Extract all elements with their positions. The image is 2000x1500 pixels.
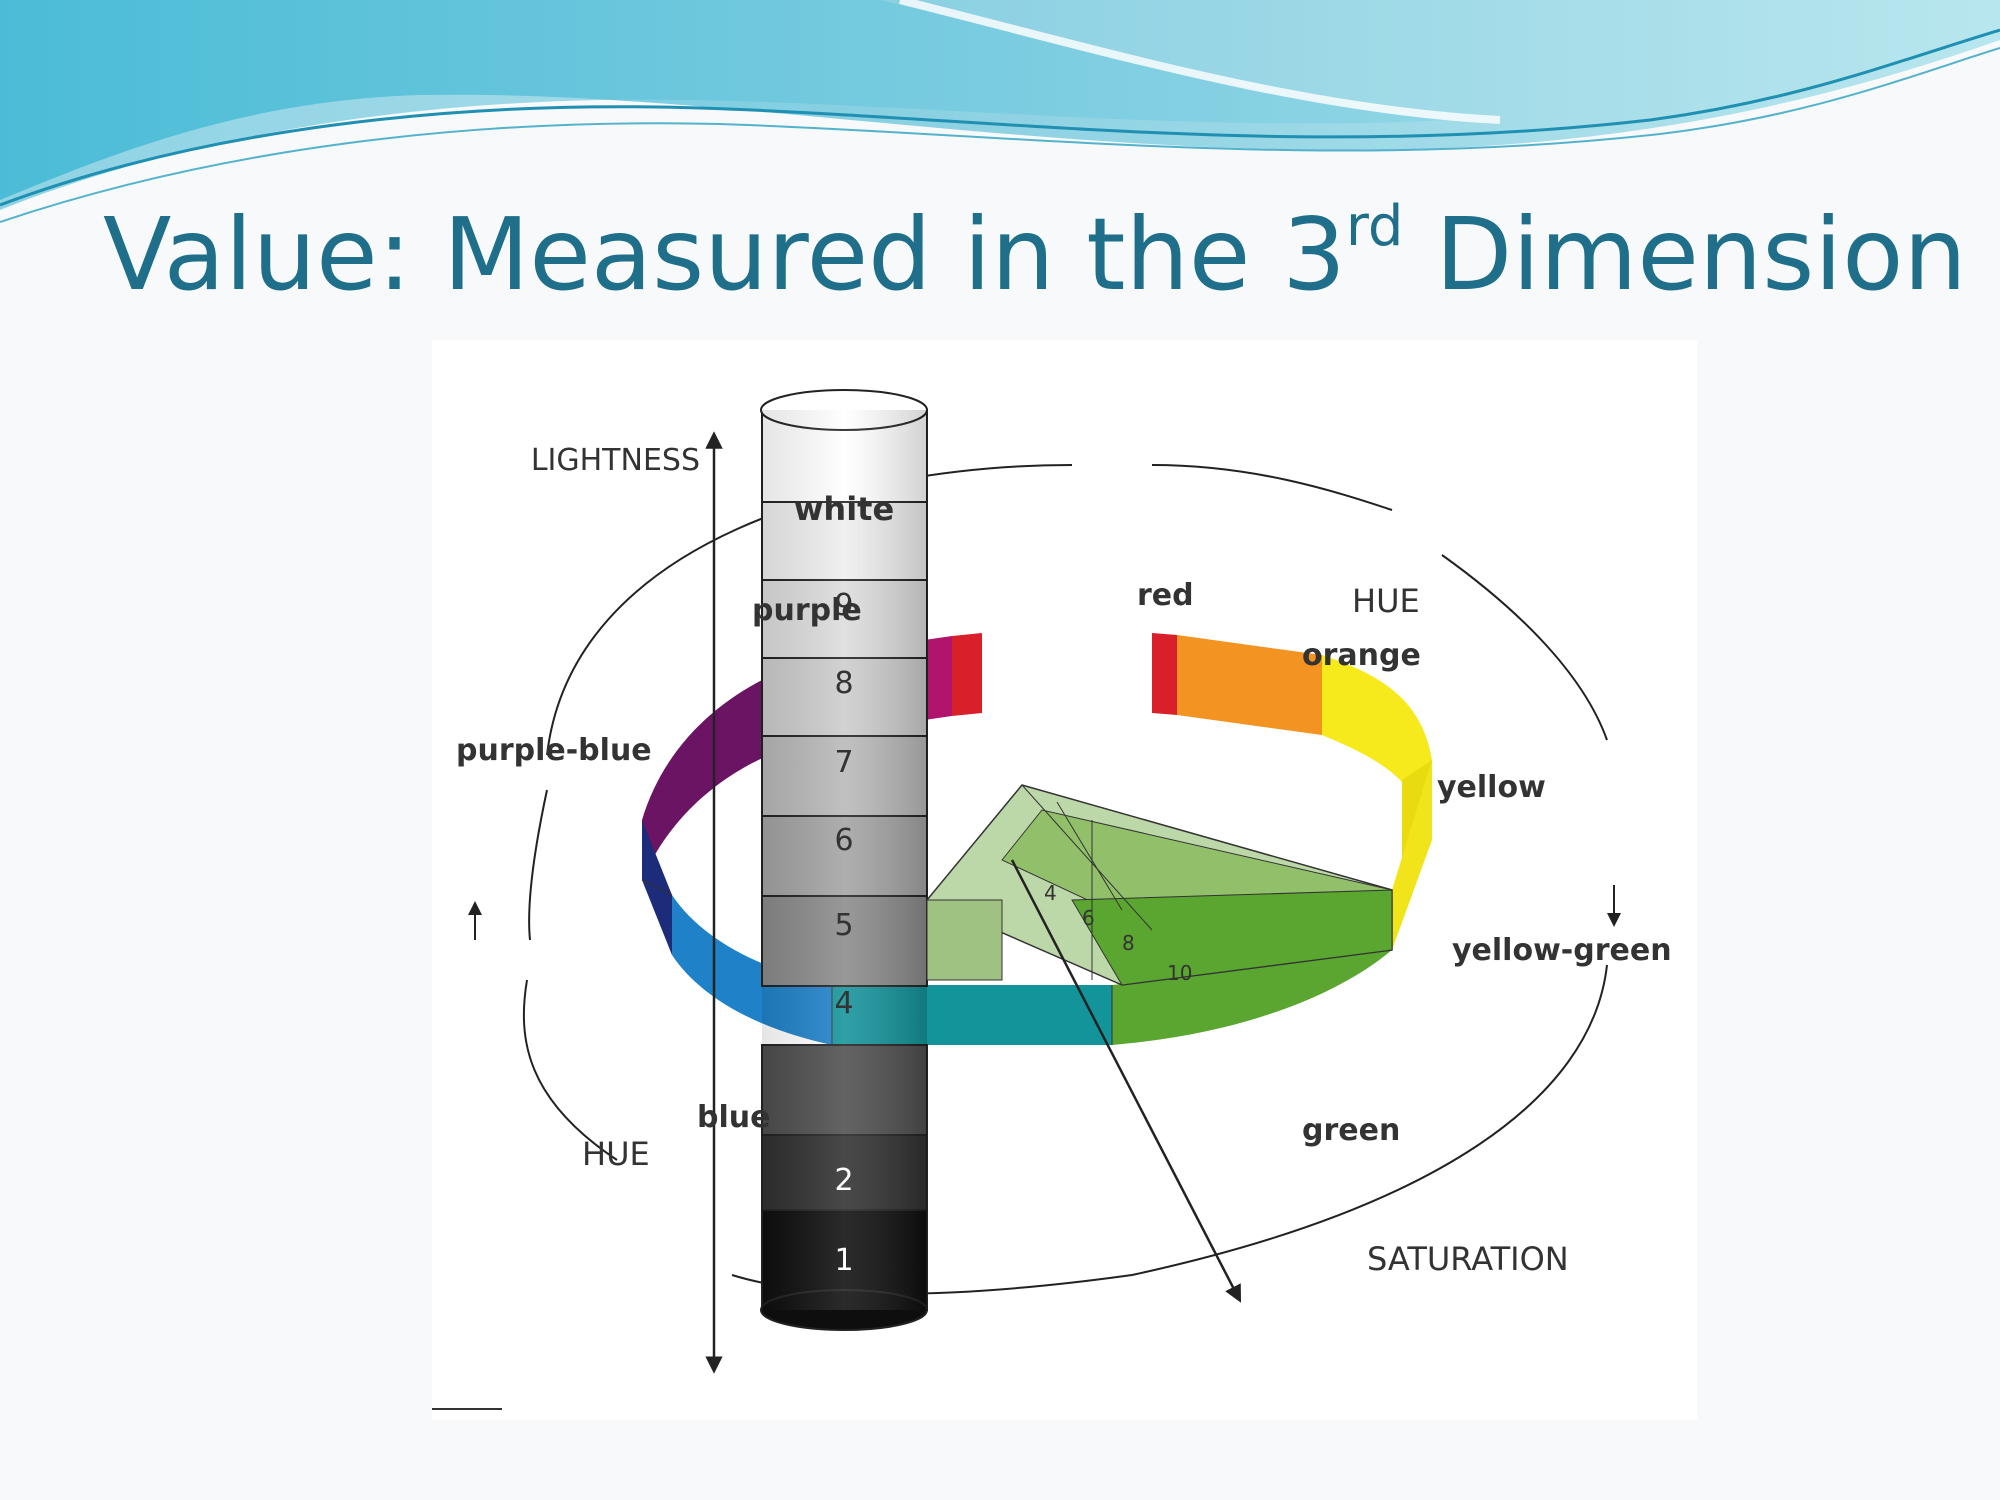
value-level-7: 7	[834, 745, 853, 780]
hue-label-red: red	[1137, 578, 1194, 613]
color-solid-diagram: white 9 8 7 6 5 4 2 1 black 4 6 8 10 LIG…	[456, 389, 1672, 1374]
saturation-axis-label: SATURATION	[1367, 1240, 1569, 1278]
hue-label-blue: blue	[697, 1100, 770, 1135]
slide-divider	[432, 1408, 502, 1410]
header-wave-decoration	[0, 0, 2000, 223]
hue-label-yellow-green: yellow-green	[1452, 933, 1672, 968]
hue-label-yellow: yellow	[1437, 770, 1546, 805]
hue-axis-label-top: HUE	[1352, 582, 1420, 620]
saturation-level-6: 6	[1082, 906, 1095, 930]
hue-label-purple-blue: purple-blue	[456, 733, 652, 768]
value-level-1: 1	[834, 1243, 853, 1278]
value-label-black: black	[796, 1325, 892, 1363]
value-label-white: white	[794, 490, 894, 528]
value-cylinder	[760, 389, 928, 1331]
color-solid-figure: white 9 8 7 6 5 4 2 1 black 4 6 8 10 LIG…	[432, 340, 1697, 1420]
saturation-wedge	[925, 784, 1393, 986]
saturation-level-8: 8	[1122, 931, 1135, 955]
hue-label-green: green	[1302, 1113, 1400, 1148]
value-level-6: 6	[834, 823, 853, 858]
value-level-2: 2	[834, 1163, 853, 1198]
title-end: Dimension	[1403, 196, 1967, 313]
value-level-5: 5	[834, 908, 853, 943]
lightness-axis-label: LIGHTNESS	[531, 443, 700, 478]
hue-label-orange: orange	[1302, 638, 1421, 673]
saturation-axis-arrow	[1010, 859, 1242, 1303]
saturation-level-10: 10	[1167, 961, 1192, 985]
hue-axis-label-bottom: HUE	[582, 1135, 650, 1173]
title-superscript: rd	[1345, 194, 1404, 259]
saturation-level-4: 4	[1044, 881, 1057, 905]
value-level-4: 4	[834, 986, 853, 1021]
value-level-8: 8	[834, 666, 853, 701]
title-main: Value: Measured in the 3	[103, 196, 1346, 313]
value-level-9: 9	[834, 588, 853, 623]
hue-label-purple: purple	[752, 593, 862, 628]
page-title: Value: Measured in the 3rd Dimension	[103, 199, 1967, 305]
